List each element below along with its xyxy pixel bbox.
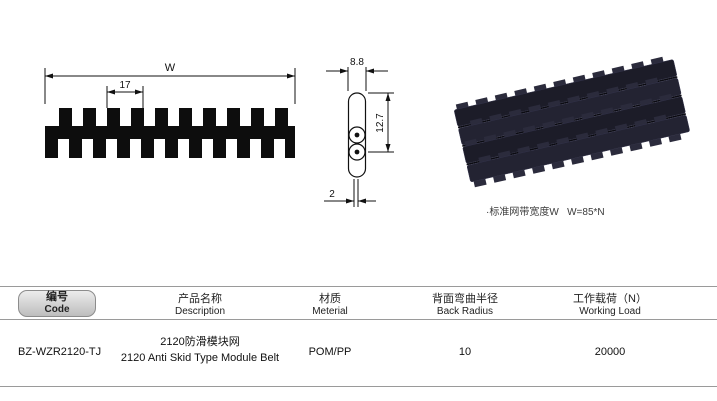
height-dimension [368, 92, 394, 153]
product-photo [454, 56, 690, 188]
header-code: 编号 Code [18, 290, 96, 317]
side-view-drawing: 8.8 12.7 [324, 57, 394, 207]
dimension-label-2: 2 [329, 189, 335, 200]
module-belt-silhouette [45, 108, 295, 158]
dimension-label-12-7: 12.7 [375, 113, 386, 133]
dimension-label-w: W [165, 62, 176, 74]
header-description-zh: 产品名称 [178, 293, 222, 305]
header-working-load-en: Working Load [579, 306, 641, 317]
table-top-border [0, 286, 717, 287]
table-header-border [0, 319, 717, 320]
arrowhead [358, 198, 366, 204]
arrowhead [385, 144, 391, 152]
header-material: 材质 Meterial [280, 292, 380, 318]
header-back-radius: 背面弯曲半径 Back Radius [395, 292, 535, 318]
header-description-en: Description [174, 306, 226, 317]
arrowhead [287, 73, 295, 79]
dimension-label-17: 17 [119, 80, 131, 91]
header-back-radius-zh: 背面弯曲半径 [432, 293, 498, 305]
header-working-load: 工作载荷（N） Working Load [540, 292, 680, 318]
width-dimension [326, 67, 388, 91]
link-plate-profile [347, 92, 367, 178]
header-back-radius-en: Back Radius [436, 306, 494, 317]
header-working-load-zh: 工作载荷（N） [573, 293, 647, 305]
arrowhead [346, 198, 354, 204]
standard-width-note: ·标准网带宽度W W=85*N [486, 207, 605, 218]
width-dimension [44, 68, 296, 104]
arrowhead [135, 89, 143, 95]
header-code-zh: 编号 [46, 291, 68, 303]
front-view-drawing: W 17 [44, 62, 296, 158]
cell-code: BZ-WZR2120-TJ [18, 346, 102, 358]
arrowhead [45, 73, 53, 79]
table-bottom-border [0, 386, 717, 387]
header-material-zh: 材质 [319, 293, 341, 305]
arrowhead [107, 89, 115, 95]
header-code-en: Code [44, 304, 70, 315]
cell-description-zh: 2120防滑模块网 [160, 336, 240, 348]
arrowhead [385, 93, 391, 101]
dimension-label-8-8: 8.8 [350, 57, 364, 68]
arrowhead [340, 68, 348, 74]
header-description: 产品名称 Description [120, 292, 280, 318]
cell-description-en: 2120 Anti Skid Type Module Belt [120, 352, 280, 364]
arrowhead [366, 68, 374, 74]
header-material-en: Meterial [312, 306, 348, 317]
cell-material: POM/PP [308, 346, 352, 358]
module-belt-3d [454, 56, 690, 188]
cell-back-radius: 10 [458, 346, 472, 358]
cell-working-load: 20000 [594, 346, 626, 358]
